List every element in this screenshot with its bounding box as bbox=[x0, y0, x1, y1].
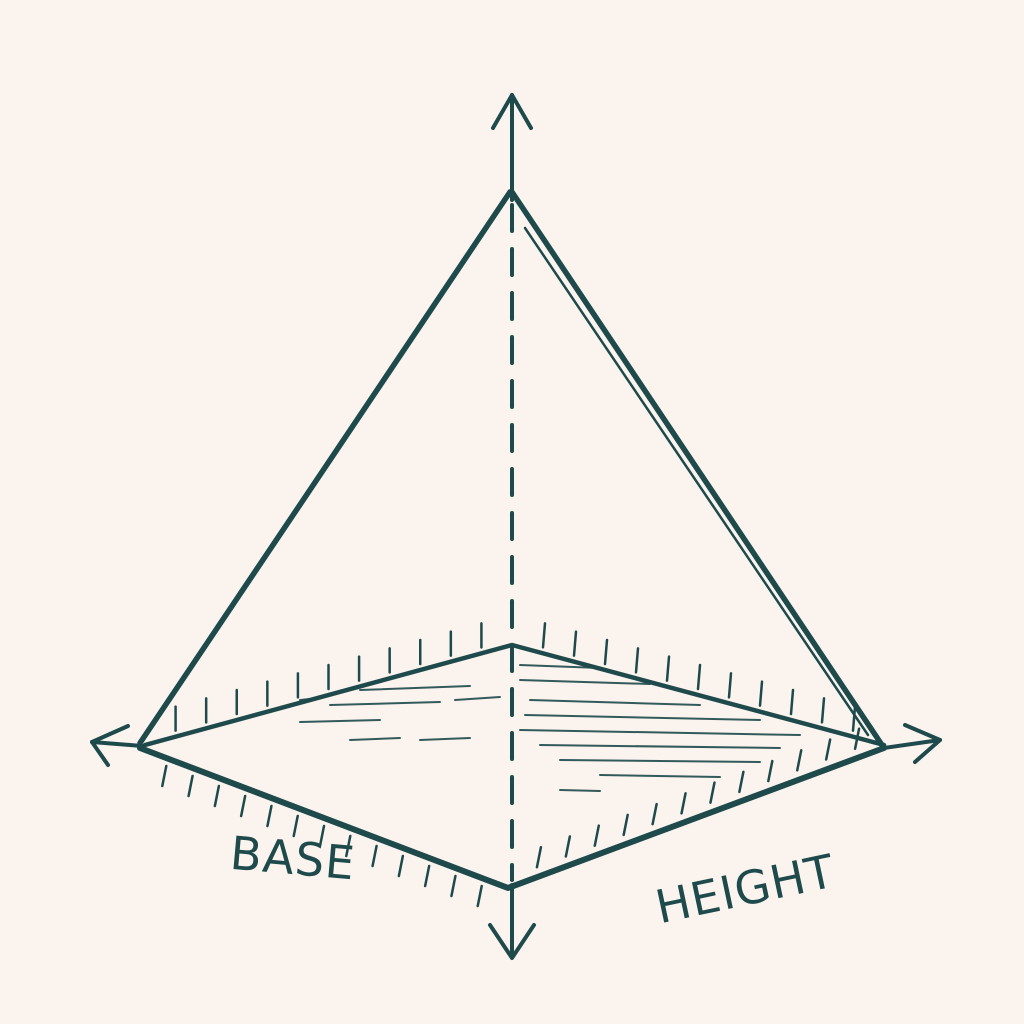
surface-stroke bbox=[559, 789, 601, 792]
axis-right-stub bbox=[882, 738, 942, 750]
hatch-tick bbox=[727, 672, 733, 699]
hatch-tick bbox=[709, 781, 716, 804]
surface-stroke bbox=[524, 714, 761, 721]
base-back-edge bbox=[142, 642, 887, 748]
hatch-tick bbox=[622, 813, 629, 837]
surface-stroke bbox=[539, 744, 781, 749]
surface-stroke bbox=[529, 699, 701, 706]
hatch-tick bbox=[187, 774, 194, 798]
hatch-tick bbox=[371, 844, 378, 868]
hatch-tick bbox=[851, 705, 857, 732]
surface-stroke bbox=[519, 729, 801, 736]
base-hatching-front-right bbox=[535, 727, 861, 869]
hatch-tick bbox=[680, 792, 687, 815]
hatch-tick bbox=[423, 864, 431, 888]
hatch-tick bbox=[397, 854, 405, 878]
hatch-tick bbox=[564, 835, 572, 858]
hatch-tick bbox=[634, 647, 640, 674]
hatch-tick bbox=[213, 784, 221, 808]
pyramid-edge-right-inner bbox=[523, 226, 870, 737]
hatch-tick bbox=[593, 824, 601, 847]
hatch-tick bbox=[266, 804, 273, 828]
hatch-tick bbox=[535, 845, 543, 869]
base-surface-strokes bbox=[299, 664, 801, 792]
surface-stroke bbox=[349, 737, 401, 741]
surface-stroke bbox=[519, 664, 601, 669]
arrow-up-icon bbox=[491, 93, 533, 130]
hatch-tick bbox=[820, 697, 826, 724]
base-hatching-back bbox=[174, 622, 857, 732]
surface-stroke bbox=[519, 679, 651, 685]
hatch-tick bbox=[318, 824, 326, 848]
hatch-tick bbox=[651, 802, 658, 826]
hatch-tick bbox=[541, 622, 547, 649]
hatch-tick bbox=[767, 759, 774, 783]
hatch-tick bbox=[292, 814, 299, 838]
hatch-tick bbox=[239, 794, 247, 818]
surface-stroke bbox=[419, 737, 471, 741]
hatch-tick bbox=[603, 638, 609, 666]
hatch-tick bbox=[450, 874, 457, 898]
hatch-tick bbox=[696, 663, 702, 691]
hatch-tick bbox=[824, 738, 832, 761]
hatch-tick bbox=[738, 770, 745, 794]
surface-stroke bbox=[329, 701, 441, 706]
arrow-down-icon bbox=[488, 923, 536, 960]
hatch-tick bbox=[345, 834, 352, 858]
hatch-tick bbox=[758, 680, 764, 707]
hatch-tick bbox=[572, 630, 578, 657]
surface-stroke bbox=[359, 685, 471, 691]
surface-stroke bbox=[299, 719, 381, 723]
base-hatching-front-left bbox=[161, 764, 483, 908]
arrow-right-icon bbox=[903, 723, 942, 764]
hatch-tick bbox=[161, 764, 168, 788]
surface-stroke bbox=[599, 774, 721, 778]
hatch-tick bbox=[476, 884, 483, 908]
base-front-edge bbox=[137, 745, 887, 891]
surface-stroke bbox=[454, 696, 501, 701]
pyramid-edge-left bbox=[137, 189, 513, 746]
pyramid-edge-right bbox=[509, 189, 887, 751]
base-label: BASE bbox=[228, 826, 358, 891]
hatch-tick bbox=[795, 749, 803, 772]
axis-left-stub bbox=[90, 740, 144, 748]
surface-stroke bbox=[559, 759, 761, 763]
hatch-tick bbox=[789, 688, 795, 716]
hatch-tick bbox=[665, 655, 671, 682]
